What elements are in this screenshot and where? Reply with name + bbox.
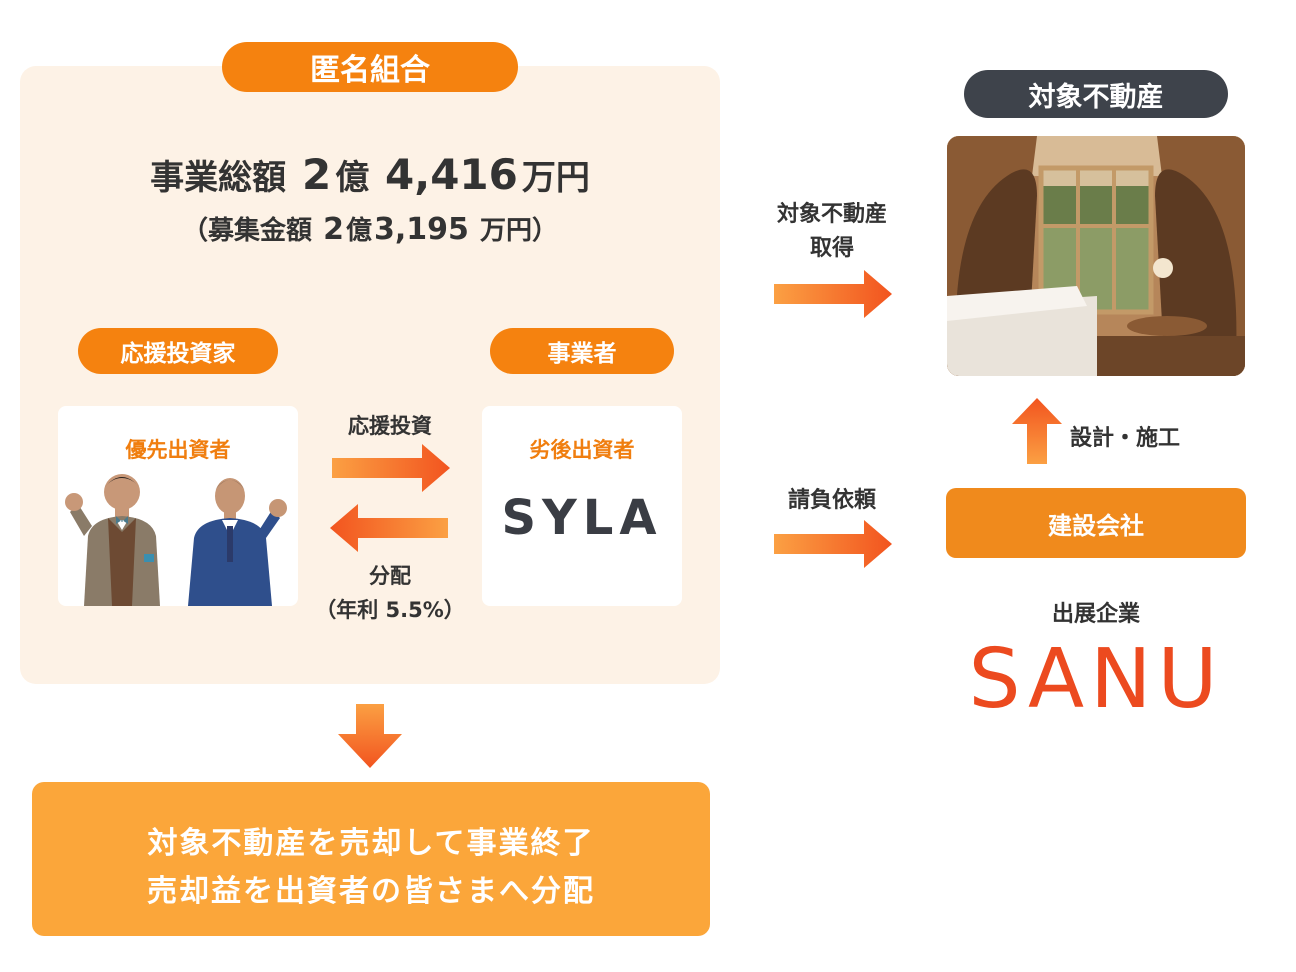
outcome-arrow (338, 704, 402, 768)
operator-card: 劣後出資者 SYLA (482, 406, 682, 606)
investor-role-pill: 応援投資家 (78, 328, 278, 374)
total-oku-unit: 億 (335, 158, 370, 198)
raise-close: ） (531, 216, 558, 246)
contract-arrow (774, 520, 892, 568)
sanu-logo: SANU (968, 632, 1224, 727)
distribution-label: 分配 (369, 564, 411, 588)
investor-card-label: 優先出資者 (125, 438, 231, 462)
outcome-line2: 売却益を出資者の皆さまへ分配 (147, 874, 595, 909)
invest-arrow (332, 444, 450, 492)
operator-role-pill: 事業者 (490, 328, 674, 374)
investor-person-left (65, 474, 160, 606)
raise-oku: 2 (323, 212, 344, 247)
build-arrow (1012, 398, 1062, 464)
raise-oku-unit: 億 (345, 216, 372, 246)
property-title: 対象不動産 (964, 70, 1228, 118)
acquire-label-2: 取得 (809, 236, 854, 261)
partnership-title: 匿名組合 (222, 42, 518, 92)
distribution-arrow (330, 504, 448, 552)
total-man-unit: 万円 (521, 158, 590, 198)
investor-person-right (188, 478, 287, 606)
total-man: 4,416 (385, 150, 518, 199)
operator-card-label: 劣後出資者 (529, 438, 635, 462)
builder-box: 建設会社 (946, 488, 1246, 558)
raise-man-unit: 万円 (479, 216, 532, 246)
invest-label: 応援投資 (348, 414, 432, 438)
raise-man: 3,195 (373, 212, 469, 247)
acquire-arrow (774, 270, 892, 318)
contract-label: 請負依頼 (787, 488, 876, 513)
outcome-box: 対象不動産を売却して事業終了 売却益を出資者の皆さまへ分配 (32, 782, 710, 936)
raise-amount: （募集金額 2億3,195 万円） (20, 210, 720, 247)
exhibitor-label: 出展企業 (1051, 602, 1140, 627)
raise-open: （募集金額 (182, 216, 313, 246)
investor-card: 優先出資者 (58, 406, 298, 606)
investors-photo (65, 474, 287, 606)
syla-logo: SYLA (501, 490, 663, 546)
outcome-line1: 対象不動産を売却して事業終了 (147, 826, 595, 861)
distribution-rate: （年利 5.5%） (315, 598, 465, 622)
total-prefix: 事業総額 (150, 158, 287, 198)
acquire-label-1: 対象不動産 (776, 202, 887, 227)
property-photo (947, 136, 1245, 376)
build-label: 設計・施工 (1070, 426, 1181, 451)
total-oku: 2 (301, 150, 332, 199)
